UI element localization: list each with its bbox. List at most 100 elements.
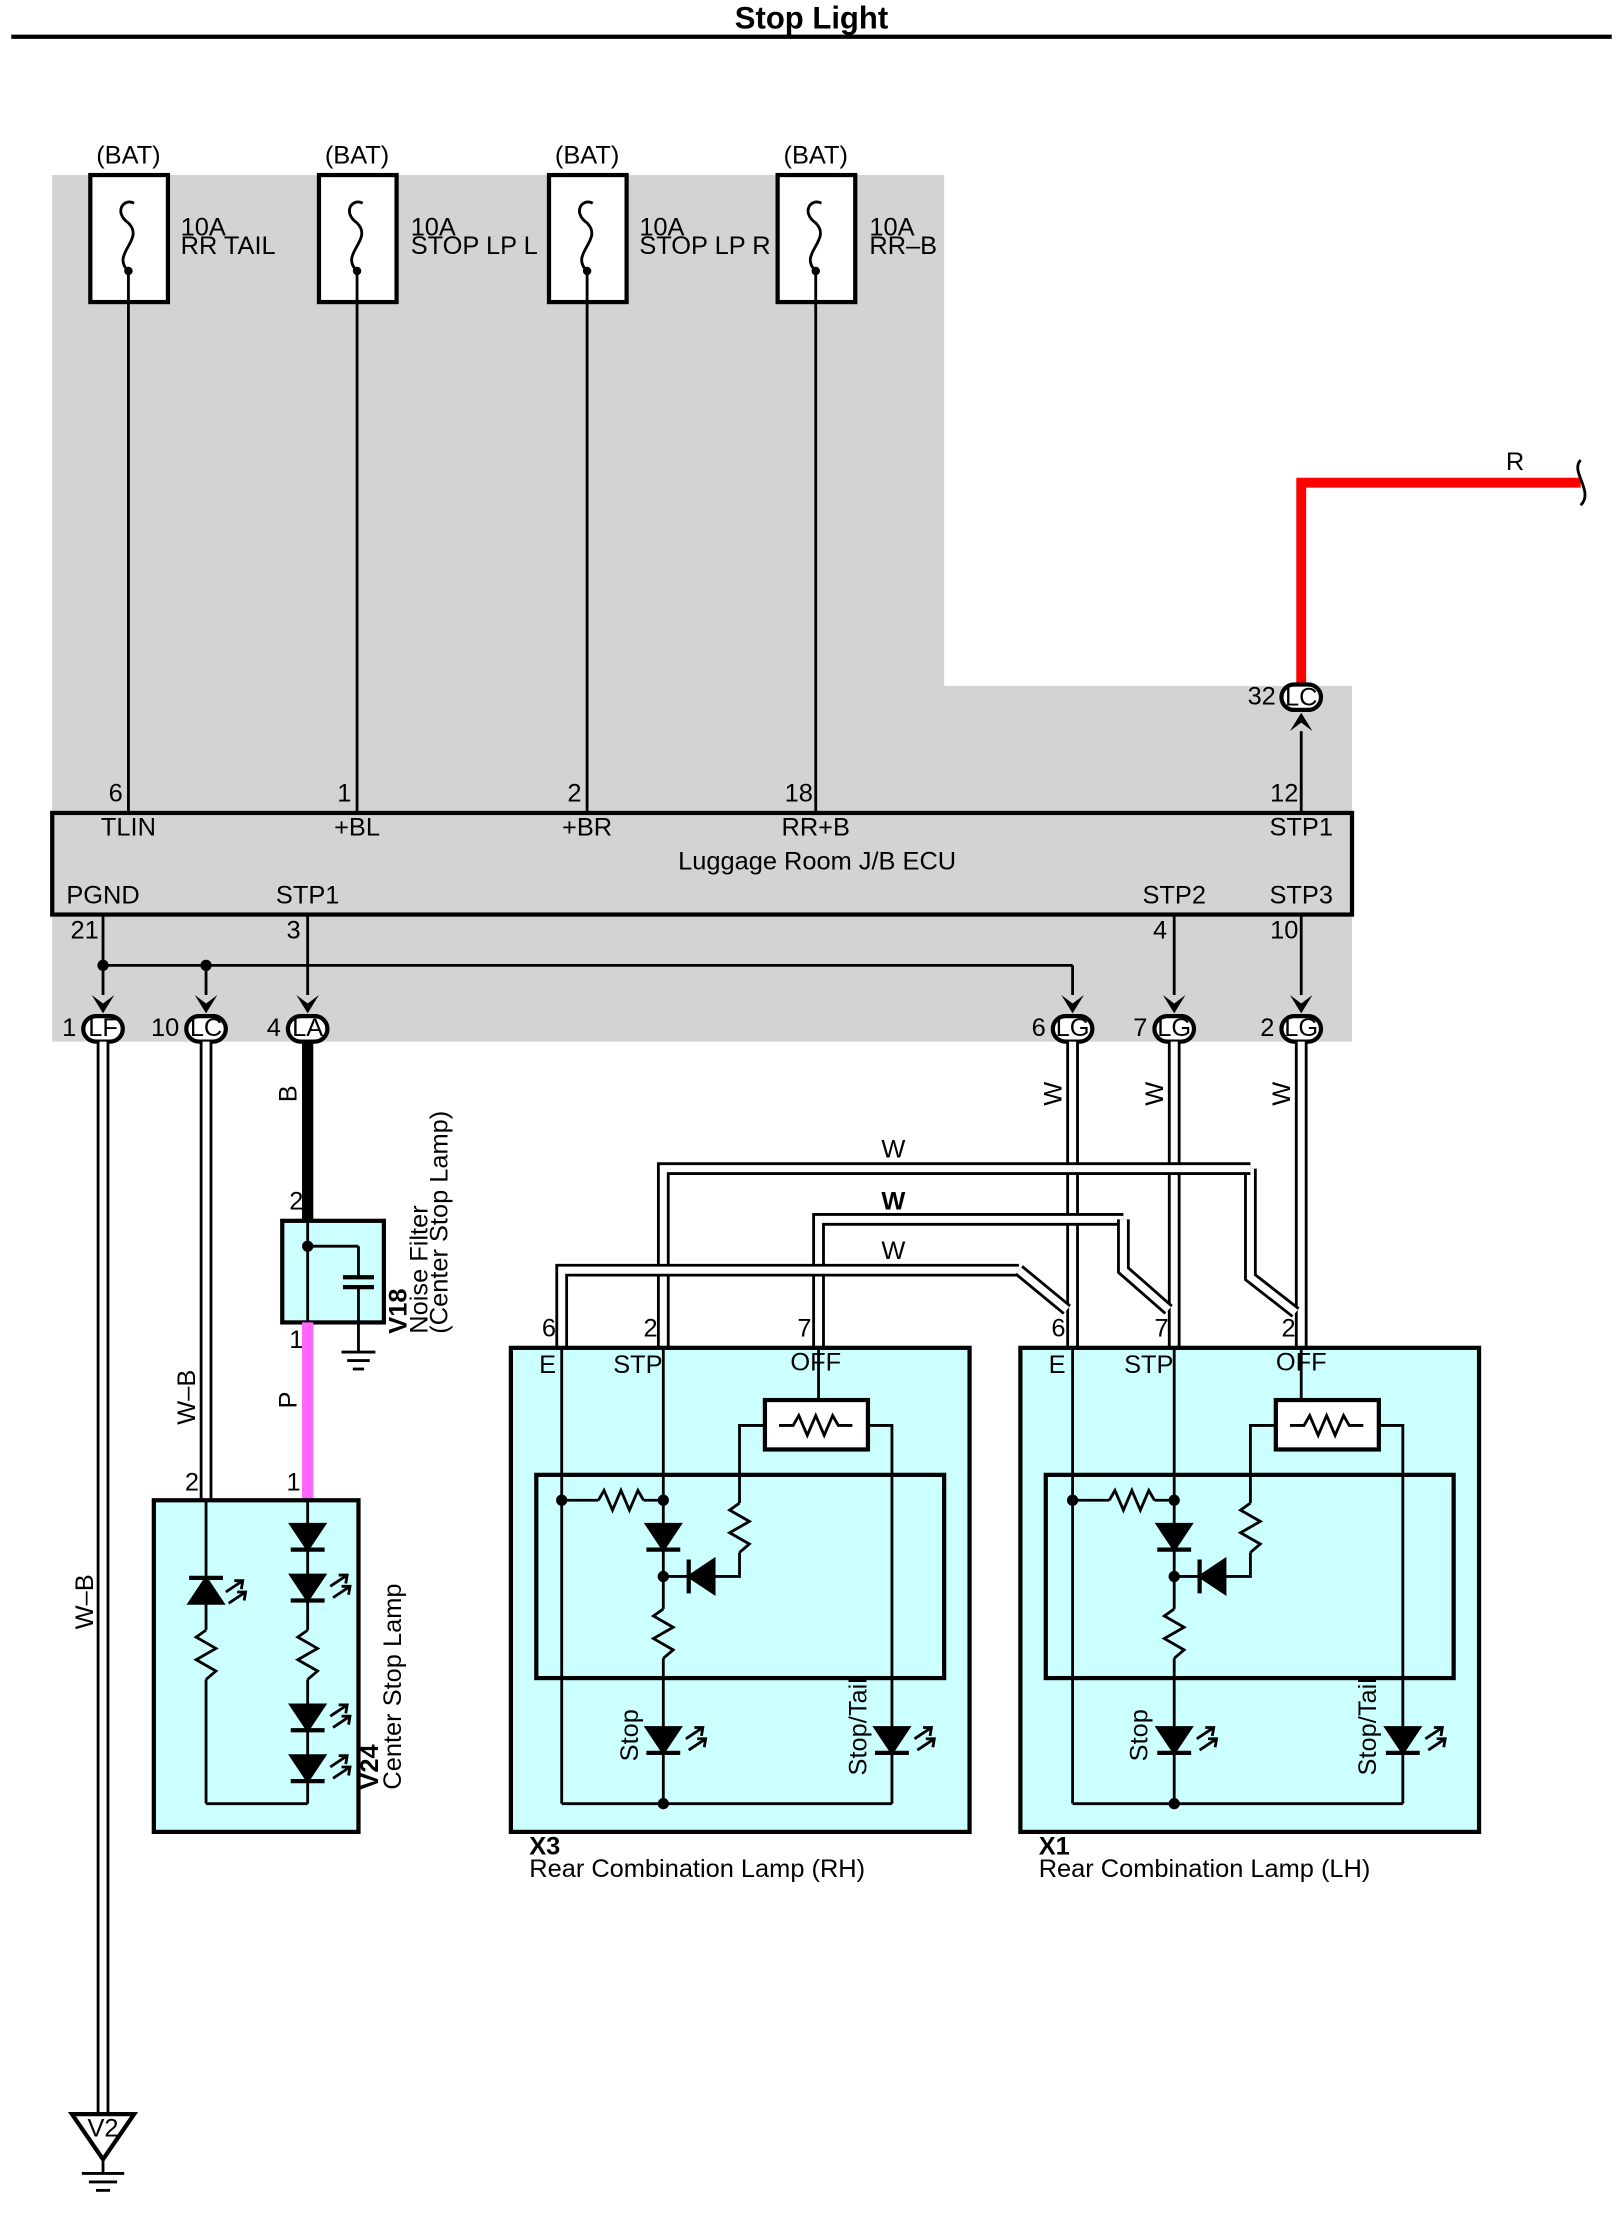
svg-text:1: 1 [62,1014,76,1042]
diode-icon [1154,1522,1194,1553]
svg-text:LF: LF [88,1014,118,1042]
diode-icon [643,1522,683,1553]
led-icon [288,1703,328,1733]
wire-label-w: W [1268,1082,1296,1106]
stoptail-label: Stop/Tail [845,1678,873,1775]
connector-lg-6: LG 6 [1032,995,1095,1044]
connector-lc: LC 10 [151,995,228,1044]
ecu-pin-num: 10 [1270,917,1298,945]
resistor-icon [1237,1501,1264,1554]
terminal: STP [613,1351,662,1379]
connector-lg-7: LG 7 [1133,995,1197,1044]
ecu-pin-num: 3 [286,917,300,945]
ground-code: V2 [87,2115,118,2143]
component-name: Center Stop Lamp [379,1583,407,1789]
ecu-pin-label: TLIN [101,814,156,842]
ecu-shaded-area [52,175,1353,1042]
ecu-pin-label: +BL [334,814,380,842]
connector-arrow-icon [1061,995,1084,1014]
fuse-rr-tail: (BAT) 10A RR TAIL [88,142,276,305]
pin: 6 [542,1315,556,1343]
ecu-pin-label: +BR [562,814,612,842]
stop-label: Stop [616,1709,644,1761]
fuse-source: (BAT) [96,142,160,170]
terminal: E [539,1351,556,1379]
resistor-icon [294,1628,321,1681]
resistor-icon [597,1486,645,1514]
center-stop-lamp-v24: 2 1 V24 Center Stop Lamp [151,1468,407,1835]
pin-left: 2 [185,1468,199,1496]
svg-text:10: 10 [151,1014,179,1042]
component-code: V18 [384,1289,412,1334]
connector-arrow-icon [91,995,115,1014]
fuse-name: STOP LP L [411,232,538,260]
svg-text:LG: LG [1284,1014,1318,1042]
ecu-name: Luggage Room J/B ECU [678,847,956,875]
component-code: X1 [1039,1832,1070,1860]
ecu-pin-label: STP1 [1269,814,1333,842]
wire-label-r: R [1506,448,1524,476]
fuse-rating: 10A [411,214,456,242]
connector-arrow-icon [296,995,319,1014]
wire-label-b: B [274,1085,302,1102]
resistor-icon [1161,1607,1187,1660]
ecu-pin-num: 12 [1270,780,1298,808]
connector-lg-2: LG 2 [1260,995,1324,1044]
led-icon [288,1754,328,1784]
led-icon [872,1726,912,1756]
wire-label-w-b: W–B [71,1574,99,1629]
ecu-pin-num: 6 [109,780,123,808]
fuse-name: RR–B [869,232,937,260]
ecu-box [50,810,1355,917]
svg-text:LG: LG [1056,1014,1090,1042]
ecu-pin-label: PGND [66,881,139,909]
fuse-rating: 10A [181,214,226,242]
resistor-icon [650,1607,677,1660]
rear-combination-lamp-lh: 6 7 2 E STP OFF [1018,1315,1482,1883]
ground-v2: V2 [67,2112,139,2192]
svg-text:LC: LC [190,1014,222,1042]
terminal: STP [1124,1351,1173,1379]
wire-label-w-b-2: W–B [173,1370,201,1425]
white-wires [555,1041,1308,1348]
pin: 7 [1154,1315,1168,1343]
pin-bottom: 1 [289,1326,303,1354]
pin-right: 1 [286,1468,300,1496]
component-box [508,1345,972,1835]
fuse-source: (BAT) [555,142,619,170]
connector-lf: LF 1 [62,995,125,1044]
led-icon [288,1522,328,1553]
connector-arrow-icon [1162,995,1186,1014]
connector-arrow-icon [1289,995,1313,1014]
fuse-rating: 10A [639,214,684,242]
stoptail-label: Stop/Tail [1354,1678,1382,1775]
fuse-source: (BAT) [784,142,848,170]
rear-combination-lamp-rh: 6 2 7 E STP OFF [508,1315,972,1883]
resistor-icon [1108,1486,1156,1514]
pin: 2 [644,1315,658,1343]
pin-top: 2 [289,1188,303,1216]
connector-pin: 32 [1248,682,1276,710]
pin: 2 [1281,1315,1295,1343]
connector-la: LA 4 [267,995,330,1044]
component-box [280,1218,386,1325]
fuse-icon [578,200,594,273]
svg-text:6: 6 [1032,1014,1046,1042]
component-box [151,1498,361,1835]
connector-arrow-icon [1289,712,1313,732]
resistor-icon [1289,1411,1364,1439]
wire-break-icon [1576,459,1587,507]
wire-label-p: P [274,1392,302,1409]
component-box [1018,1345,1482,1835]
ecu-pin-num: 21 [71,917,99,945]
wire-label-w: W [1141,1082,1169,1106]
pin: 7 [797,1315,811,1343]
pin: 6 [1051,1315,1065,1343]
component-name: Rear Combination Lamp (RH) [529,1855,865,1883]
wire-label-w: W [881,1188,905,1216]
resistor-icon [193,1628,219,1681]
fuse-name: STOP LP R [639,232,770,260]
ecu-pin-num: 2 [567,780,581,808]
component-code: X3 [529,1832,560,1860]
component-name: Noise Filter [406,1205,434,1334]
